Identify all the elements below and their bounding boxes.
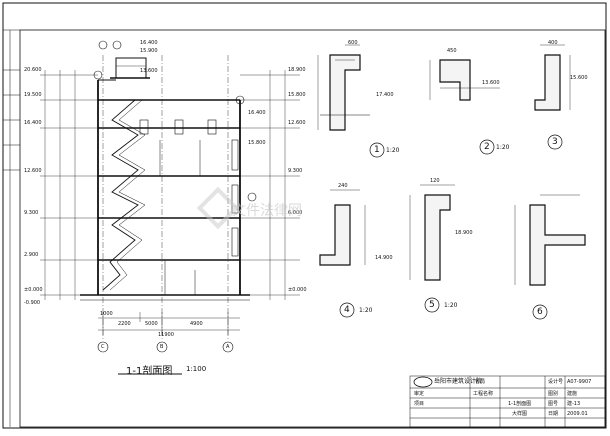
elevation-label: 12.600: [288, 120, 306, 126]
top-dimension: 15.800: [248, 140, 266, 146]
top-dimension: 15.900: [140, 48, 158, 54]
elevation-label: 15.800: [288, 92, 306, 98]
detail-number: 3: [552, 137, 558, 147]
detail-6: [514, 194, 586, 320]
drawing-name: 1-1剖面图: [508, 401, 532, 407]
elevation-label: 16.400: [24, 120, 42, 126]
elevation-label: -0.900: [24, 300, 41, 306]
title-cell: 项目: [414, 401, 425, 407]
detail-dimension: 14.900: [375, 255, 393, 261]
detail-number: 6: [537, 307, 543, 317]
drawing-name: 大样图: [512, 411, 528, 417]
title-block-lines: [409, 375, 606, 428]
section-title: 1-1剖面图: [126, 366, 173, 377]
title-cell: 2009.01: [567, 411, 588, 417]
bottom-dimension: 5000: [145, 321, 158, 327]
detail-2: [429, 59, 500, 155]
top-dimension: 16.400: [248, 110, 266, 116]
elevation-label: 2.900: [24, 252, 39, 258]
title-cell: 设计号: [548, 379, 564, 385]
elevation-label: 12.600: [24, 168, 42, 174]
detail-dimension: 600: [348, 40, 358, 46]
details: [317, 44, 586, 320]
detail-dimension: 15.600: [570, 75, 588, 81]
detail-dimension: 13.600: [482, 80, 500, 86]
outer-frame: [2, 2, 607, 429]
section-1-1: [40, 40, 300, 353]
detail-dimension: 240: [338, 183, 348, 189]
detail-number: 1: [374, 145, 380, 155]
title-cell: A07-9907: [567, 379, 592, 385]
title-cell: 建-13: [567, 401, 581, 407]
detail-number: 5: [429, 300, 435, 310]
elevation-label: ±0.000: [24, 287, 43, 293]
detail-number: 2: [484, 142, 490, 152]
title-cell: 图别: [548, 391, 559, 397]
detail-scale: 1:20: [386, 147, 400, 154]
detail-dimension: 450: [447, 48, 457, 54]
detail-scale: 1:20: [359, 307, 373, 314]
company-name: 岳阳市建筑设计院: [434, 378, 483, 385]
detail-1: [317, 44, 385, 158]
title-cell: 图号: [548, 401, 559, 407]
detail-dimension: 120: [430, 178, 440, 184]
top-dimension: 13.600: [140, 68, 158, 74]
detail-5: [409, 184, 455, 313]
detail-number: 4: [344, 305, 350, 315]
inner-frame: [19, 29, 606, 428]
binding-strip: [3, 30, 20, 427]
detail-scale: 1:20: [444, 302, 458, 309]
axis-label: B: [160, 344, 164, 350]
title-cell: 省局: [475, 379, 486, 385]
bottom-dimension: 4900: [190, 321, 203, 327]
axis-label: C: [101, 344, 105, 350]
elevation-label: 20.600: [24, 67, 42, 73]
detail-dimension: 400: [548, 40, 558, 46]
bottom-dimension: 2200: [118, 321, 131, 327]
elevation-label: 9.300: [288, 168, 303, 174]
watermark: [196, 186, 240, 230]
detail-4: [319, 189, 366, 318]
title-cell: 日期: [548, 411, 559, 417]
bottom-dimension: 11900: [158, 332, 174, 338]
section-scale: 1:100: [186, 365, 207, 373]
detail-3: [534, 44, 571, 150]
elevation-label: 18.900: [288, 67, 306, 73]
detail-scale: 1:20: [496, 144, 510, 151]
elevation-label: ±0.000: [288, 287, 307, 293]
detail-dimension: 18.900: [455, 230, 473, 236]
elevation-label: 19.500: [24, 92, 42, 98]
bottom-dimension: 1000: [100, 311, 113, 317]
title-cell: 审定: [414, 391, 425, 397]
axis-label: A: [226, 344, 230, 350]
detail-dimension: 17.400: [376, 92, 394, 98]
title-cell: 工程名称: [473, 391, 494, 397]
elevation-label: 6.000: [288, 210, 303, 216]
title-cell: 建施: [567, 391, 578, 397]
watermark-text: 文件法律网: [232, 203, 302, 219]
elevation-label: 9.300: [24, 210, 39, 216]
top-dimension: 16.400: [140, 40, 158, 46]
